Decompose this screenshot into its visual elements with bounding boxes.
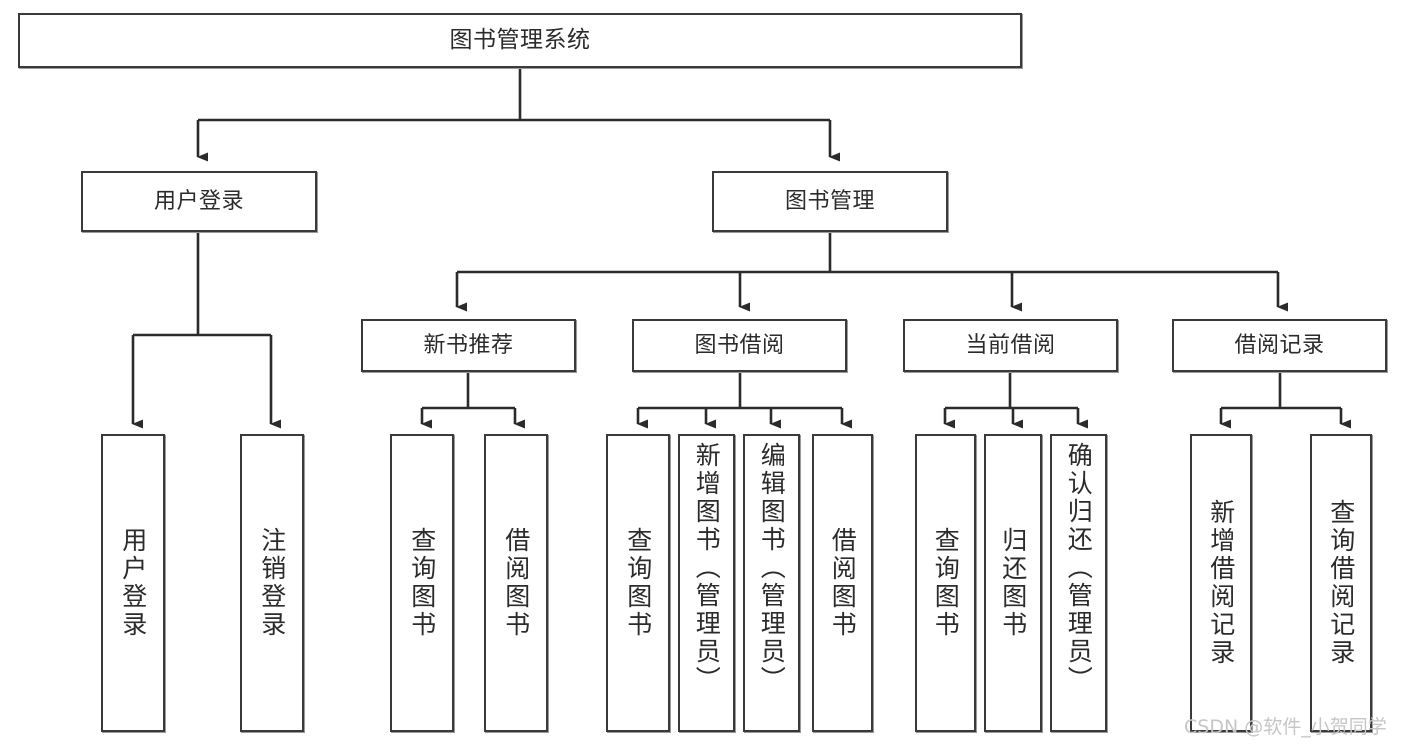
node-root[interactable]: 图书管理系统 (18, 13, 1022, 68)
leaf-user-login-label: 用户登录 (118, 527, 148, 639)
node-book-borrow[interactable]: 图书借阅 (632, 319, 847, 372)
leaf-borrow-book-newbook[interactable]: 借阅图书 (484, 434, 548, 732)
node-book-borrow-label: 图书借阅 (694, 332, 785, 358)
csdn-watermark: CSDN @软件_小贺同学 (1184, 716, 1387, 738)
leaf-return-book[interactable]: 归还图书 (984, 434, 1042, 732)
node-current-borrow-label: 当前借阅 (965, 332, 1056, 358)
node-root-label: 图书管理系统 (449, 26, 591, 53)
node-borrow-record[interactable]: 借阅记录 (1172, 319, 1387, 372)
leaf-borrow-book-label: 借阅图书 (828, 527, 858, 639)
leaf-edit-book-admin[interactable]: 编辑图书（管理员） (743, 434, 800, 732)
leaf-query-book-current-label: 查询图书 (931, 527, 961, 639)
leaf-borrow-book-newbook-label: 借阅图书 (501, 527, 531, 639)
leaf-logout[interactable]: 注销登录 (240, 434, 304, 732)
node-borrow-record-label: 借阅记录 (1234, 332, 1325, 358)
leaf-add-book-admin[interactable]: 新增图书（管理员） (678, 434, 735, 732)
leaf-user-login[interactable]: 用户登录 (101, 434, 165, 732)
leaf-query-book-current[interactable]: 查询图书 (915, 434, 976, 732)
node-book-management[interactable]: 图书管理 (712, 171, 948, 232)
leaf-query-book-borrow[interactable]: 查询图书 (606, 434, 670, 732)
leaf-confirm-return-admin-label: 确认归还（管理员） (1064, 442, 1094, 694)
leaf-query-book-borrow-label: 查询图书 (623, 527, 653, 639)
leaf-query-borrow-record-label: 查询借阅记录 (1326, 499, 1356, 667)
leaf-add-borrow-record[interactable]: 新增借阅记录 (1190, 434, 1252, 732)
node-user-login-label: 用户登录 (153, 188, 244, 214)
node-new-book-recommend[interactable]: 新书推荐 (361, 319, 576, 372)
leaf-add-book-admin-label: 新增图书（管理员） (692, 442, 722, 694)
node-current-borrow[interactable]: 当前借阅 (903, 319, 1118, 372)
leaf-query-borrow-record[interactable]: 查询借阅记录 (1310, 434, 1372, 732)
leaf-borrow-book[interactable]: 借阅图书 (812, 434, 873, 732)
leaf-logout-label: 注销登录 (257, 527, 287, 639)
leaf-query-book-newbook-label: 查询图书 (407, 527, 437, 639)
node-user-login[interactable]: 用户登录 (81, 171, 317, 232)
node-new-book-recommend-label: 新书推荐 (423, 332, 514, 358)
leaf-add-borrow-record-label: 新增借阅记录 (1206, 499, 1236, 667)
leaf-edit-book-admin-label: 编辑图书（管理员） (757, 442, 787, 694)
leaf-confirm-return-admin[interactable]: 确认归还（管理员） (1050, 434, 1107, 732)
node-book-management-label: 图书管理 (784, 188, 875, 214)
leaf-return-book-label: 归还图书 (998, 527, 1028, 639)
leaf-query-book-newbook[interactable]: 查询图书 (390, 434, 454, 732)
